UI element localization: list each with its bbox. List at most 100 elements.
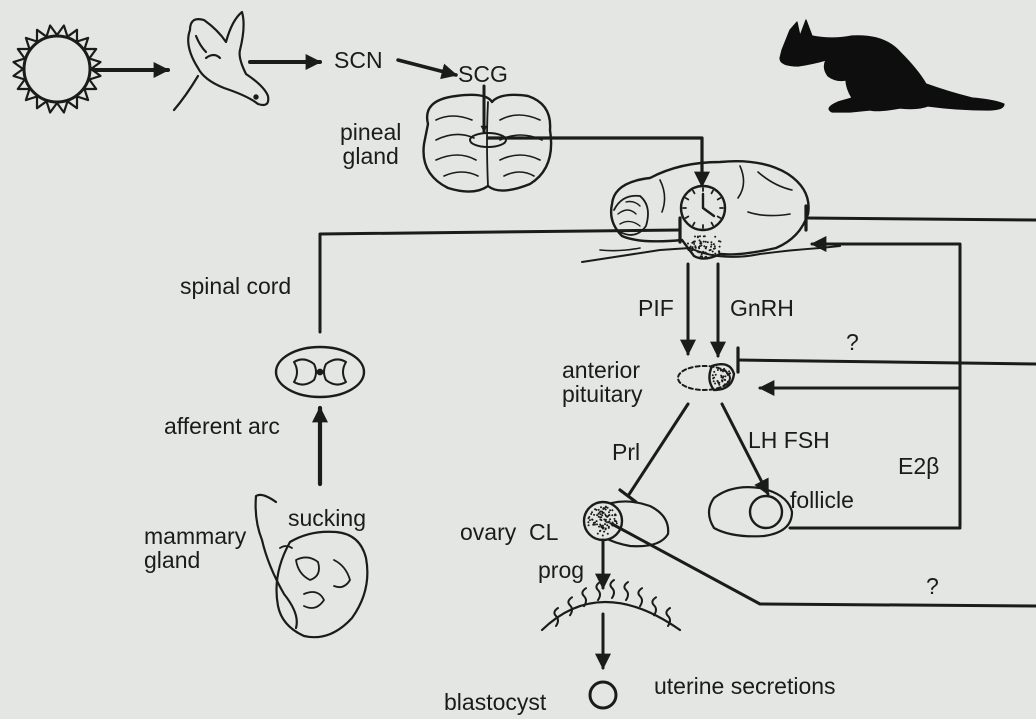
stipple-dot — [726, 384, 728, 386]
afferent-arc-label: afferent arc — [164, 414, 280, 438]
stipple-dot — [687, 248, 689, 250]
stipple-dot — [607, 533, 609, 535]
follicle-icon — [709, 487, 792, 536]
stipple-dot — [713, 248, 715, 250]
question-mark-bottom: ? — [926, 574, 939, 598]
follicle-label: follicle — [790, 488, 854, 512]
prog-label: prog — [538, 558, 584, 582]
stipple-dot — [694, 246, 696, 248]
stipple-dot — [590, 513, 592, 515]
stipple-dot — [718, 251, 720, 253]
pineal-gland-label: pineal gland — [340, 120, 401, 168]
stipple-dot — [699, 245, 701, 247]
stipple-dot — [594, 522, 596, 524]
ovary-cl-label: ovary CL — [460, 520, 558, 544]
stipple-dot — [598, 526, 600, 528]
lh-fsh-label: LH FSH — [748, 428, 830, 452]
feedback-inhibit-pituitary-line — [738, 360, 1036, 364]
stipple-dot — [596, 514, 598, 516]
stipple-dot — [606, 521, 608, 523]
sun-icon — [14, 26, 101, 113]
anterior-pituitary-label: anterior pituitary — [562, 358, 643, 406]
stipple-dot — [687, 243, 689, 245]
stipple-dot — [601, 511, 603, 513]
stipple-dot — [606, 524, 608, 526]
stipple-dot — [714, 383, 716, 385]
stipple-dot — [721, 380, 723, 382]
stipple-dot — [727, 382, 729, 384]
stipple-dot — [595, 509, 597, 511]
stipple-dot — [705, 241, 707, 243]
stipple-dot — [603, 531, 605, 533]
stipple-dot — [703, 245, 705, 247]
stipple-dot — [598, 509, 600, 511]
stipple-dot — [721, 376, 723, 378]
stipple-dot — [690, 246, 692, 248]
uterus-icon — [542, 580, 680, 630]
stipple-dot — [609, 509, 611, 511]
stipple-dot — [717, 369, 719, 371]
stipple-dot — [719, 246, 721, 248]
stipple-dot — [724, 370, 726, 372]
stipple-dot — [589, 519, 591, 521]
feedback-inhibit-top-line — [806, 218, 1036, 220]
mammary-gland-label: mammary gland — [144, 524, 246, 572]
stipple-dot — [705, 246, 707, 248]
stipple-dot — [712, 374, 714, 376]
blastocyst-label: blastocyst — [444, 690, 546, 714]
stipple-dot — [718, 384, 720, 386]
stipple-dot — [597, 533, 599, 535]
stipple-dot — [728, 373, 730, 375]
uterine-secretions-label: uterine secretions — [654, 674, 836, 698]
scg-label: SCG — [458, 62, 508, 86]
stipple-dot — [693, 241, 695, 243]
stipple-dot — [712, 251, 714, 253]
pineal-brain-icon — [424, 95, 552, 192]
stipple-dot — [594, 524, 596, 526]
stipple-dot — [615, 521, 617, 523]
cl-feedback-line — [612, 524, 1036, 606]
stipple-dot — [720, 369, 722, 371]
stipple-dot — [724, 383, 726, 385]
stipple-dot — [698, 251, 700, 253]
e2beta-to-brain-arrow — [812, 244, 960, 526]
stipple-dot — [588, 517, 590, 519]
stipple-dot — [714, 245, 716, 247]
stipple-dot — [710, 241, 712, 243]
stipple-dot — [614, 518, 616, 520]
stipple-dot — [723, 368, 725, 370]
stipple-dot — [616, 522, 618, 524]
stipple-dot — [600, 506, 602, 508]
stipple-dot — [605, 519, 607, 521]
spinal-cord-section-icon — [276, 347, 364, 397]
pituitary-stipple — [712, 368, 731, 387]
pif-label: PIF — [638, 296, 674, 320]
stipple-dot — [600, 519, 602, 521]
stipple-dot — [699, 235, 701, 237]
stipple-dot — [704, 252, 706, 254]
e2beta-label: E2β — [898, 454, 939, 478]
stipple-dot — [712, 256, 714, 258]
stipple-dot — [600, 516, 602, 518]
stipple-dot — [608, 514, 610, 516]
stipple-dot — [608, 520, 610, 522]
stipple-dot — [712, 377, 714, 379]
stipple-dot — [592, 524, 594, 526]
sucking-label: sucking — [288, 506, 366, 530]
stipple-dot — [611, 509, 613, 511]
stipple-dot — [714, 253, 716, 255]
stipple-dot — [713, 243, 715, 245]
stipple-dot — [605, 528, 607, 530]
question-mark-top: ? — [846, 330, 859, 354]
stipple-dot — [607, 507, 609, 509]
stipple-dot — [693, 243, 695, 245]
stipple-dot — [588, 524, 590, 526]
stipple-dot — [707, 241, 709, 243]
stipple-dot — [699, 239, 701, 241]
stipple-dot — [611, 514, 613, 516]
blastocyst-icon — [590, 682, 616, 708]
stipple-dot — [602, 535, 604, 537]
scn-label: SCN — [334, 48, 383, 72]
stipple-dot — [722, 370, 724, 372]
